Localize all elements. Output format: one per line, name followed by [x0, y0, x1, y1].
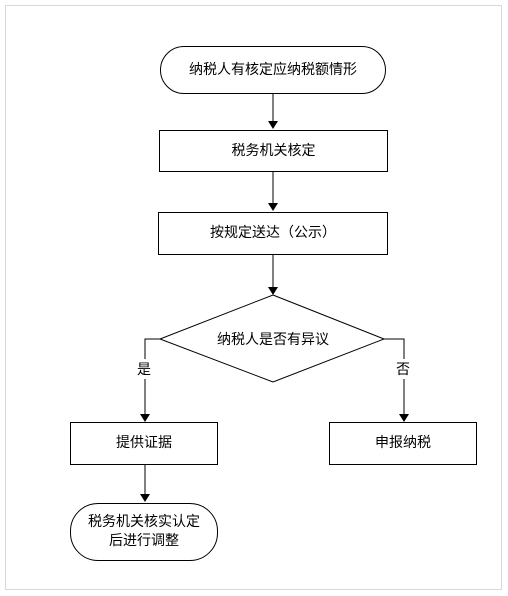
arrow-decision-yes	[140, 338, 160, 422]
start-node: 纳税人有核定应纳税额情形	[160, 46, 386, 94]
deliver-node: 按规定送达（公示）	[158, 212, 388, 255]
edge-label-no: 否	[395, 359, 411, 379]
adjust-node: 税务机关核实认定 后进行调整	[70, 503, 218, 561]
edge-label-yes: 是	[136, 359, 152, 379]
evidence-node: 提供证据	[70, 422, 218, 465]
decision-label: 纳税人是否有异议	[217, 332, 329, 348]
adjust-node-line2: 后进行调整	[109, 533, 179, 549]
decision-diamond	[158, 294, 386, 383]
diagram-frame	[5, 5, 502, 590]
arrow-decision-no	[384, 338, 409, 422]
adjust-node-line1: 税务机关核实认定	[88, 514, 200, 531]
verify-node: 税务机关核定	[159, 130, 388, 172]
declare-node: 申报纳税	[329, 422, 477, 465]
